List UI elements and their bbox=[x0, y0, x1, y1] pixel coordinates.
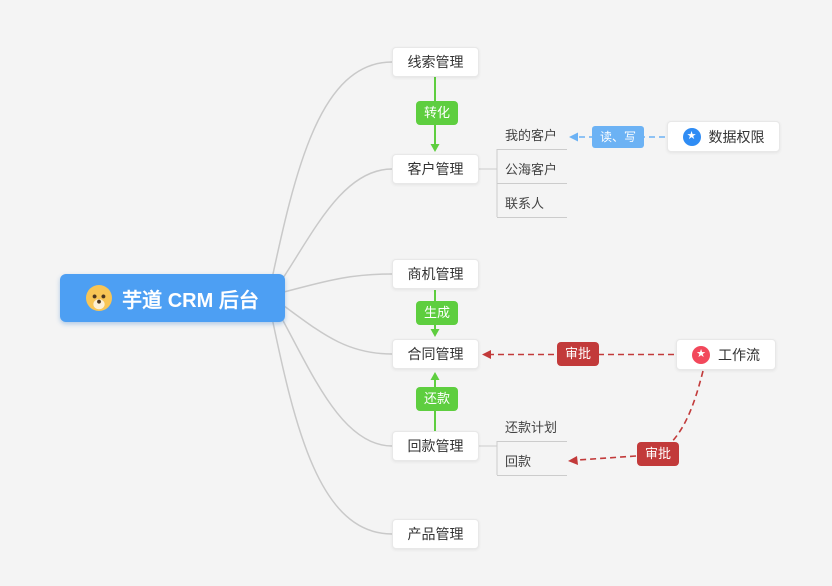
node-label: 线索管理 bbox=[407, 54, 464, 70]
branch-to-receivable bbox=[274, 305, 393, 447]
edge-label-approve-receivable: 审批 bbox=[637, 442, 680, 466]
edge-label-read-write: 读、写 bbox=[592, 126, 645, 149]
approve-receivable-arrow bbox=[568, 370, 704, 465]
node-customer-management[interactable]: 客户管理 bbox=[392, 154, 479, 184]
node-label: 工作流 bbox=[718, 346, 760, 363]
edge-label-repay: 还款 bbox=[416, 387, 459, 411]
subnode-repayment-plan[interactable]: 还款计划 bbox=[497, 420, 567, 442]
node-label: 商机管理 bbox=[407, 266, 464, 282]
node-label: 客户管理 bbox=[407, 161, 464, 177]
subnode-connectors bbox=[479, 149, 498, 475]
branch-to-customer bbox=[274, 168, 393, 291]
node-data-permission[interactable]: ★ 数据权限 bbox=[667, 121, 780, 152]
node-label: 回款管理 bbox=[407, 438, 464, 454]
workflow-star-icon: ★ bbox=[692, 345, 710, 364]
node-label: 产品管理 bbox=[407, 526, 464, 542]
branch-to-product bbox=[269, 307, 393, 535]
branch-to-leads bbox=[269, 61, 393, 289]
subnode-contacts[interactable]: 联系人 bbox=[497, 196, 567, 218]
node-product-management[interactable]: 产品管理 bbox=[392, 519, 479, 549]
subnode-repayment[interactable]: 回款 bbox=[497, 454, 567, 476]
node-contract-management[interactable]: 合同管理 bbox=[392, 339, 479, 369]
node-label: 数据权限 bbox=[708, 128, 765, 145]
edge-label-generate: 生成 bbox=[416, 301, 459, 325]
subnode-public-customers[interactable]: 公海客户 bbox=[497, 162, 567, 184]
edge-label-approve-contract: 审批 bbox=[557, 342, 600, 366]
customer-subtree-lines bbox=[479, 149, 498, 217]
node-leads-management[interactable]: 线索管理 bbox=[392, 47, 479, 77]
central-node-crm-admin[interactable]: 芋道 CRM 后台 bbox=[60, 274, 285, 322]
node-workflow[interactable]: ★ 工作流 bbox=[676, 339, 776, 370]
edge-label-convert: 转化 bbox=[416, 101, 459, 125]
shiba-dog-icon bbox=[86, 285, 113, 311]
receivable-subtree-lines bbox=[479, 441, 498, 475]
branch-to-opportunity bbox=[279, 273, 393, 294]
branch-to-contract bbox=[279, 302, 393, 355]
node-receivable-management[interactable]: 回款管理 bbox=[392, 431, 479, 461]
node-label: 合同管理 bbox=[407, 346, 464, 362]
node-opportunity-management[interactable]: 商机管理 bbox=[392, 259, 479, 289]
branch-curves bbox=[269, 61, 393, 535]
central-node-label: 芋道 CRM 后台 bbox=[122, 289, 259, 312]
subnode-my-customers[interactable]: 我的客户 bbox=[497, 128, 567, 150]
data-permission-star-icon: ★ bbox=[682, 127, 701, 146]
